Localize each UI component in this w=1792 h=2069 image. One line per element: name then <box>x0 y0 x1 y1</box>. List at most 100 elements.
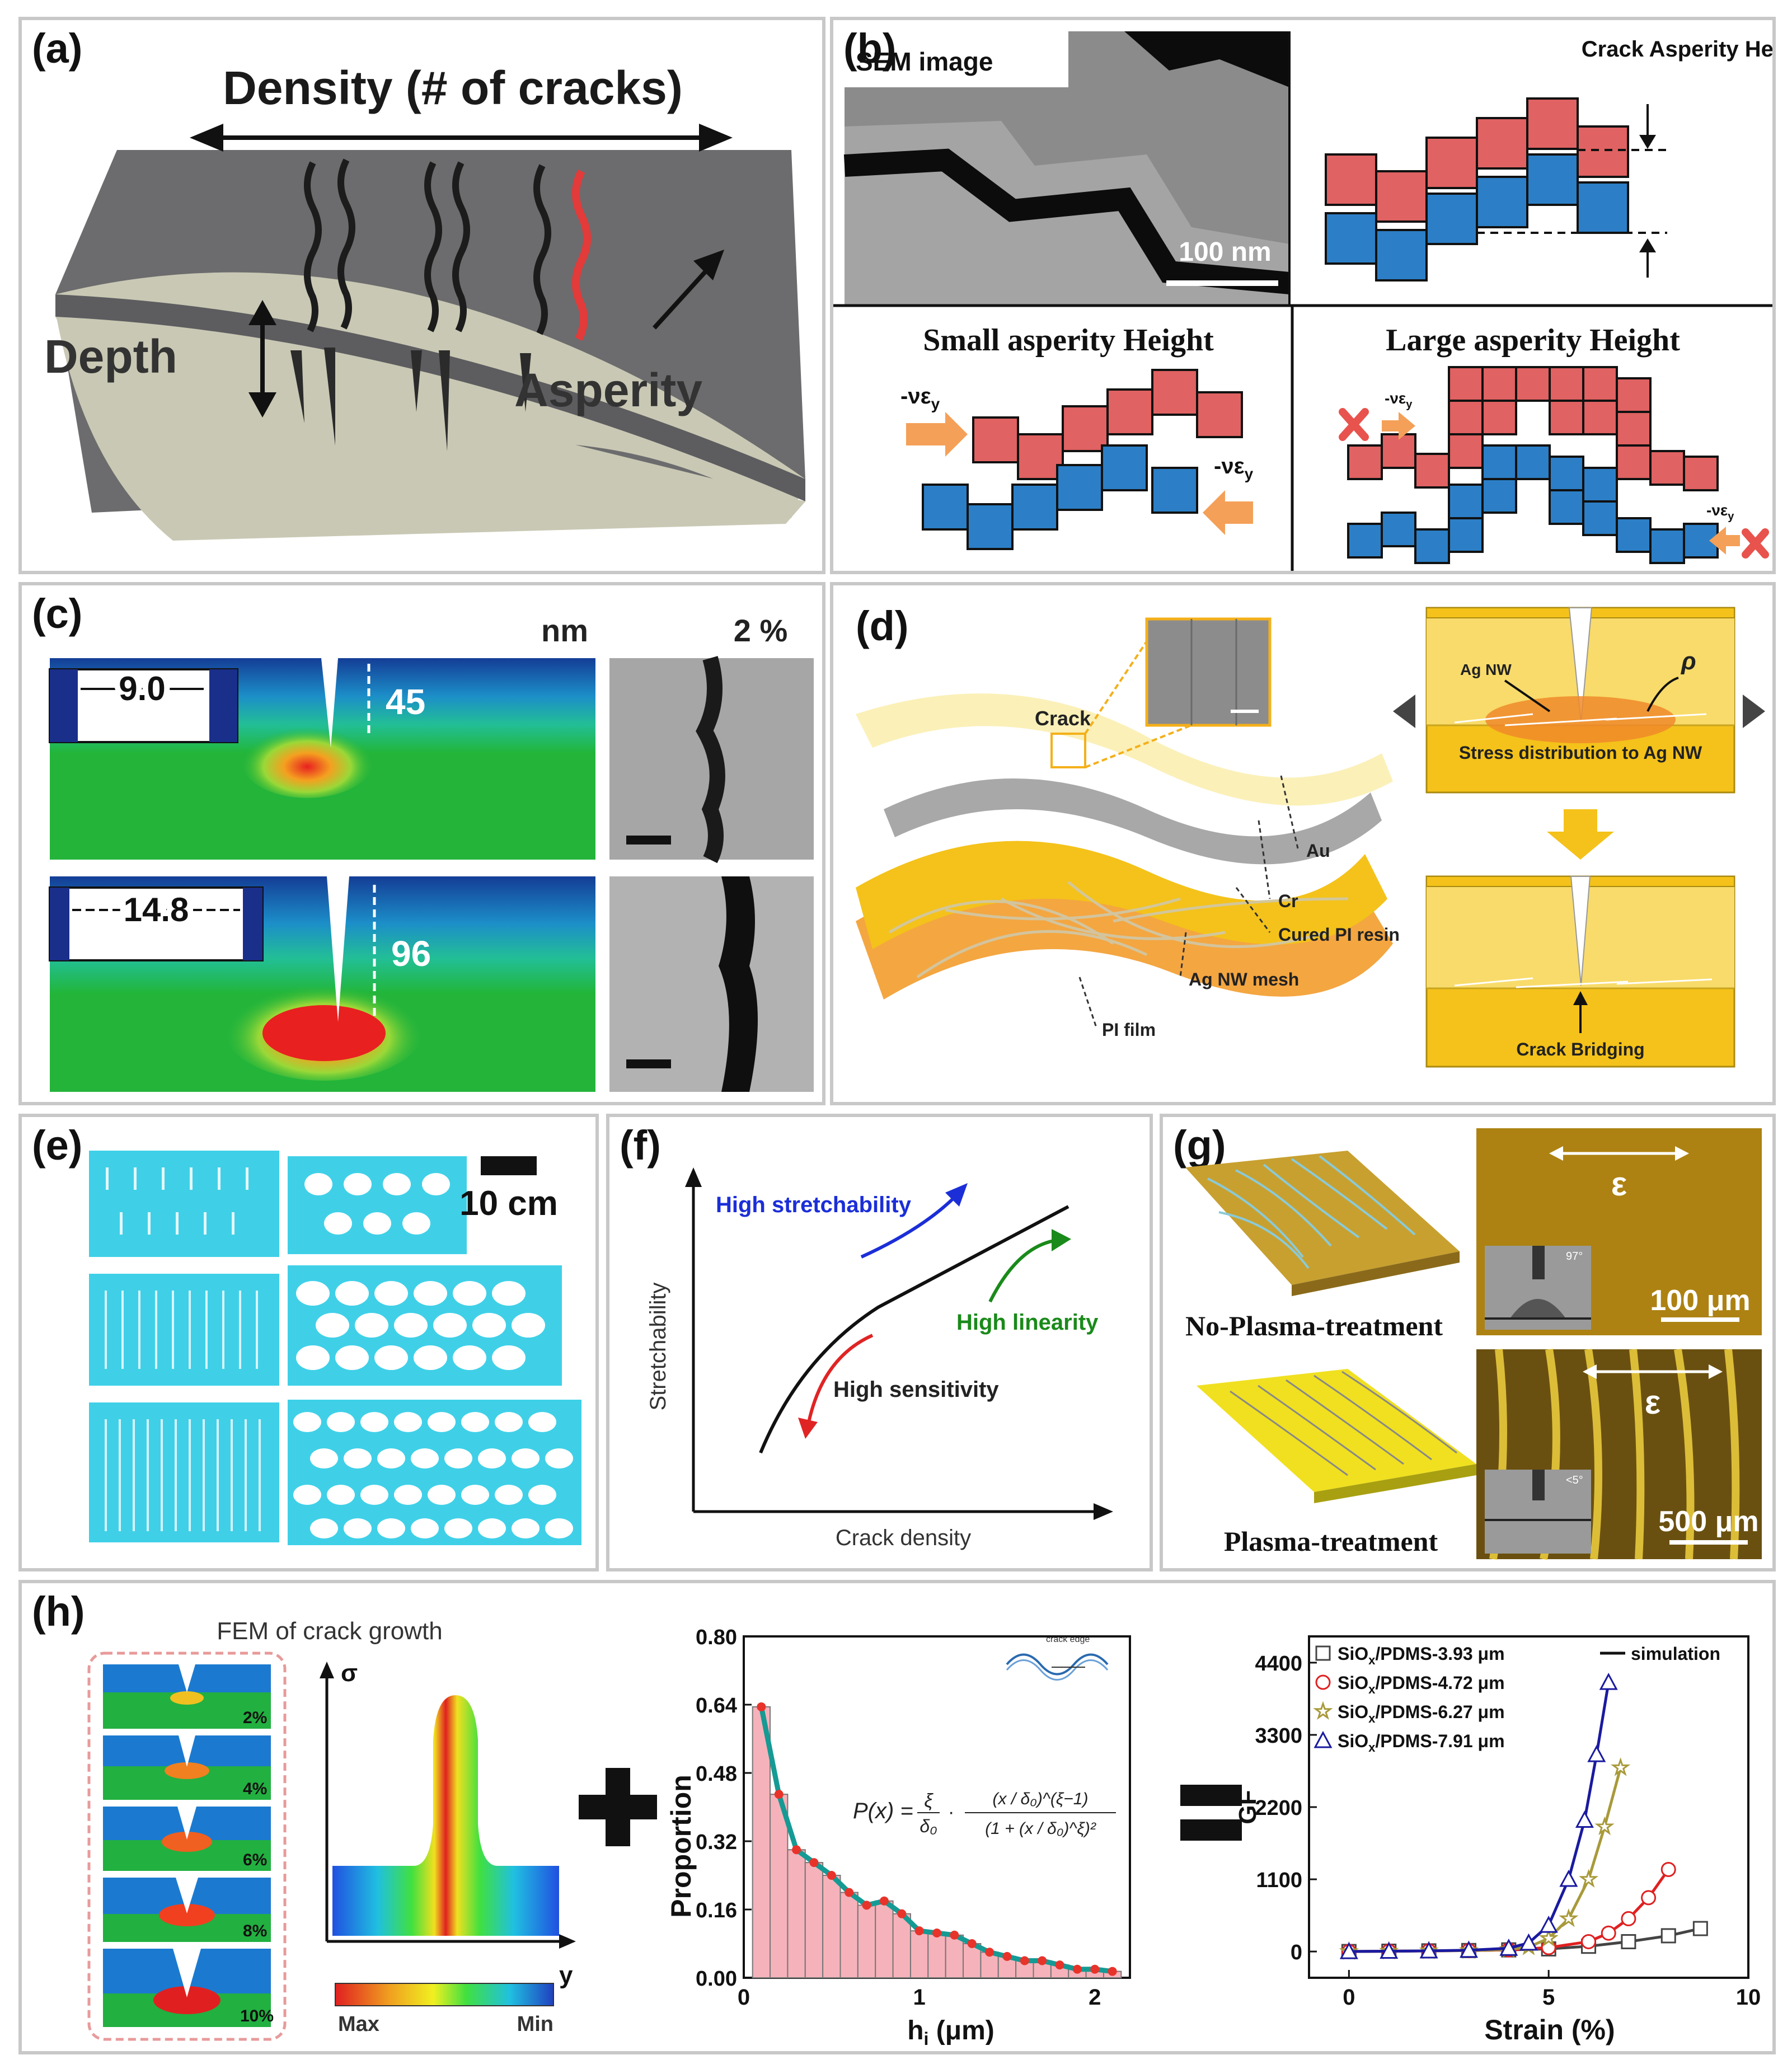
hist-point <box>1020 1956 1029 1965</box>
fem-strain-8: 8% <box>243 1922 267 1940</box>
crack-width-top: 9.0 <box>119 670 165 707</box>
crack-asperity-height-label: Crack Asperity Height <box>1582 37 1772 62</box>
hist-bar <box>770 1794 789 1978</box>
crack-depth-bottom: 96 <box>391 933 431 974</box>
svg-text:-νεy: -νεy <box>1706 501 1734 523</box>
tradeoff-diagram: Stretchability Crack density High stretc… <box>646 1167 1113 1550</box>
hist-point <box>862 1901 871 1910</box>
film-plasma <box>1197 1369 1476 1492</box>
large-push-arrow-left <box>1382 412 1415 440</box>
hist-point <box>774 1790 784 1799</box>
panel-label-c: (c) <box>32 590 83 637</box>
hist-point <box>809 1858 819 1868</box>
gf-xtick-label: 0 <box>1343 1985 1355 2010</box>
gf-point <box>1692 1921 1708 1936</box>
layer-label-resin: Cured PI resin <box>1278 925 1400 945</box>
hist-point <box>879 1896 889 1906</box>
hist-xtick-label: 0 <box>738 1985 750 2010</box>
asperity-block-top <box>1325 97 1629 282</box>
small-asperity-title: Small asperity Height <box>923 323 1214 358</box>
crack-lines <box>304 158 551 335</box>
panel-d: (d) Crack Au Cr Cured PI resin Ag NW mes… <box>830 582 1776 1105</box>
gf-point <box>1538 1928 1559 1947</box>
gf-point <box>1611 1757 1631 1776</box>
hist-point <box>914 1926 924 1936</box>
gf-legend-simulation-label: simulation <box>1631 1644 1720 1664</box>
gf-legend-label: SiOx/PDMS-7.91 μm <box>1338 1731 1505 1754</box>
svg-text:δ₀: δ₀ <box>920 1816 937 1836</box>
stretchability-axis-label: Stretchability <box>646 1283 670 1411</box>
hist-point <box>845 1888 854 1897</box>
small-asperity-blocks <box>922 369 1243 550</box>
fem-strain-10: 10% <box>240 2007 274 2025</box>
hist-point <box>1090 1964 1100 1974</box>
gf-point <box>1419 1941 1438 1959</box>
sensitivity-arrow <box>806 1334 874 1425</box>
hist-xlabel: hi (μm) <box>907 2016 994 2049</box>
sigma-axis-label: σ <box>341 1659 358 1687</box>
scale-500um: 500 μm <box>1658 1505 1758 1538</box>
gf-point <box>1559 1908 1579 1927</box>
hist-ytick-label: 0.48 <box>696 1762 737 1786</box>
gf-legend-label: SiOx/PDMS-4.72 μm <box>1338 1673 1505 1696</box>
tension-arrow-right <box>1743 695 1765 728</box>
gf-point <box>1519 1933 1538 1951</box>
small-push-arrow-right <box>1203 490 1253 535</box>
gf-ylabel: GF <box>1234 1790 1261 1824</box>
gf-point <box>1660 1861 1676 1877</box>
sem-inset <box>1145 617 1272 727</box>
svg-text:ξ: ξ <box>924 1790 933 1812</box>
crack-edge-inset: crack edge <box>1006 1635 1109 1681</box>
large-push-arrow-right <box>1709 527 1740 555</box>
scale-bar-label: 10 cm <box>459 1184 558 1223</box>
strain-percent: 2 % <box>734 613 788 648</box>
hist-point <box>1108 1967 1117 1976</box>
panel-e: 10 cm (e) <box>18 1114 599 1571</box>
gf-point <box>1621 1911 1636 1926</box>
equals-sign <box>1180 1785 1242 1841</box>
hist-point <box>757 1702 766 1711</box>
hist-bar <box>927 1932 946 1978</box>
rho-label: ρ <box>1680 648 1696 675</box>
hist-bar <box>839 1892 859 1978</box>
gf-xlabel: Strain (%) <box>1484 2014 1615 2045</box>
hist-bar <box>909 1930 929 1978</box>
depth-label: Depth <box>44 330 177 383</box>
hist-ytick-label: 0.80 <box>696 1626 737 1649</box>
panel-b: SEM image 100 nm Crack Asperity Height S… <box>830 17 1776 574</box>
no-plasma-label: No-Plasma-treatment <box>1185 1310 1443 1341</box>
tradeoff-curve <box>759 1205 1069 1454</box>
large-asperity-blocks <box>1347 366 1719 564</box>
panel-label-b: (b) <box>843 25 897 72</box>
crack-stress-fem: nm 2 % 9.0 45 14.8 96 <box>49 613 814 1092</box>
layer-label-pi: PI film <box>1102 1020 1156 1040</box>
stress-profile-shape <box>332 1695 559 1936</box>
legend-min: Min <box>517 2012 553 2036</box>
fem-strain-4: 4% <box>243 1780 267 1798</box>
gf-ytick-label: 1100 <box>1256 1869 1302 1892</box>
scale-bar-10cm <box>481 1156 537 1175</box>
asperity-schematic: SEM image 100 nm Crack Asperity Height S… <box>833 31 1772 571</box>
hist-point <box>985 1948 994 1957</box>
sample-3-unstretched <box>89 1402 279 1542</box>
hist-point <box>1055 1960 1064 1970</box>
gf-point <box>1621 1934 1636 1949</box>
gf-point <box>1587 1744 1606 1762</box>
panel-label-f: (f) <box>620 1122 661 1169</box>
gf-xtick-label: 10 <box>1736 1985 1761 2010</box>
panel-label-e: (e) <box>32 1122 83 1169</box>
hist-bar <box>804 1862 824 1978</box>
asperity-crack-highlight <box>572 169 591 341</box>
svg-text:P(x) =: P(x) = <box>853 1799 913 1823</box>
gf-point <box>1575 1810 1594 1828</box>
gf-point <box>1339 1941 1358 1959</box>
crack-block-diagram: Density (# of cracks) Depth Asperity <box>44 62 805 541</box>
gf-point <box>1499 1939 1518 1956</box>
hist-ytick-label: 0.16 <box>696 1899 737 1922</box>
asperity-label: Asperity <box>514 364 702 416</box>
hist-bar <box>752 1706 771 1978</box>
hist-bar <box>892 1913 911 1978</box>
epsilon-top: ε <box>1611 1165 1627 1203</box>
small-push-arrow-left <box>906 412 968 457</box>
